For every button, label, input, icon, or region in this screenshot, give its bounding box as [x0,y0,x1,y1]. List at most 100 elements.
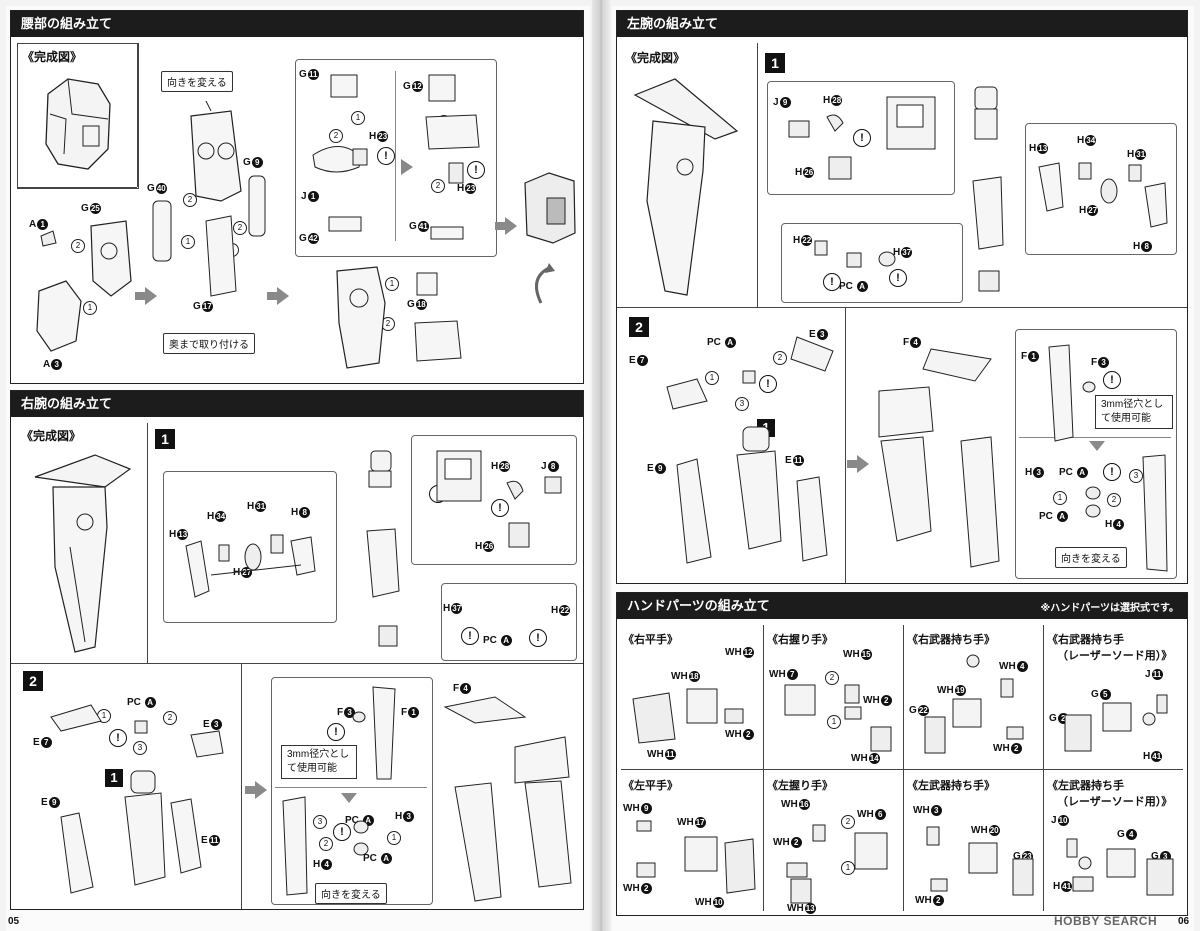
step-circle: 3 [1129,469,1143,483]
callout-3mm-hole: 3mm径穴として使用可能 [281,745,357,779]
hand-sketch-right-grip [784,684,892,752]
left-arm-complete-label: 《完成図》 [625,51,686,65]
left-arm-pc-pane [781,223,963,303]
waist-mid-sketch [152,101,266,297]
hand-sketch-left-saber [1066,838,1174,896]
step-number: 2 [629,317,649,337]
hand-sketch-left-grip [786,824,888,904]
hand-sketch-left-flat [636,820,756,894]
divider [11,663,583,665]
part-label-pc-a4: PC A [363,853,392,864]
left-arm-complete-sketch [633,78,739,296]
waist-part-sketch [36,220,132,352]
step-circle: 2 [825,671,839,685]
step-circle: 1 [351,111,365,125]
flow-arrow [847,455,869,473]
caution-icon: ! [461,627,479,645]
caution-icon: ! [333,823,351,841]
left-arm-section: 左腕の組み立て 《完成図》 1 J9 H28 H26 ! ! H22 H37 P… [616,10,1188,584]
step-circle: 1 [1053,491,1067,505]
hand-title-right-saber: 《右武器持ち手 [1047,634,1124,646]
waist-assembly-sketch [336,266,462,369]
hand-title-left-weapon: 《左武器持ち手》 [907,780,995,792]
caution-icon: ! [823,273,841,291]
step-circle: 2 [319,837,333,851]
hand-title-right-saber-sub: （レーザーソード用）》 [1057,650,1173,662]
page-number-left: 05 [8,916,20,927]
right-page: 左腕の組み立て 《完成図》 1 J9 H28 H26 ! ! H22 H37 P… [612,6,1194,931]
waist-final-sketch [524,172,576,304]
divider [275,787,427,789]
page-gutter [592,0,610,931]
step-circle: 2 [183,193,197,207]
right-arm-title: 右腕の組み立て [11,391,583,417]
caution-icon: ! [467,161,485,179]
left-arm-joint-sketch [1038,162,1168,228]
waist-subassembly-sketch [312,74,480,240]
flow-arrow [1089,441,1105,451]
caution-icon: ! [759,375,777,393]
caution-icon: ! [889,269,907,287]
hand-sketch-right-flat [632,688,744,744]
step-circle: 2 [1107,493,1121,507]
divider [903,625,905,911]
right-arm-pc-pane [441,583,577,661]
left-arm-forearm-sketch [878,348,1000,568]
caution-icon: ! [1103,463,1121,481]
divider [241,663,243,909]
left-arm-upper-sketch [972,86,1004,292]
divider [617,307,1187,309]
caution-icon: ! [109,729,127,747]
waist-complete-label: 《完成図》 [22,50,83,64]
callout-turn: 向きを変える [161,71,233,92]
step-circle: 2 [431,179,445,193]
hand-title-left-saber: 《左武器持ち手 [1047,780,1124,792]
divider [147,423,149,663]
